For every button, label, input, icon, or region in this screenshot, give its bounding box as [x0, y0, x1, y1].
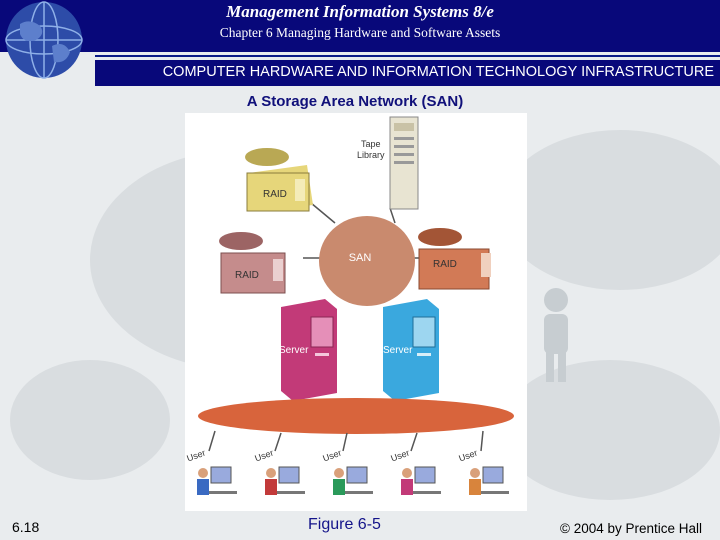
raid-label-orange: RAID	[433, 259, 457, 270]
raid-label-pink: RAID	[235, 270, 259, 281]
user-links	[208, 430, 484, 452]
san-diagram: SAN Tape Library RAID RAID	[185, 113, 527, 511]
slide-number: 6.18	[12, 519, 40, 535]
server-label-pink: Server	[279, 345, 309, 356]
raid-unit-yellow	[245, 148, 313, 212]
figure-title: A Storage Area Network (SAN)	[246, 93, 464, 110]
globe-icon	[5, 1, 83, 79]
user-label-4: User	[389, 448, 410, 464]
user-5: User	[457, 448, 509, 495]
tape-library	[389, 116, 419, 210]
server-blue	[383, 299, 439, 401]
server-label-blue: Server	[383, 345, 413, 356]
figure-reference: Figure 6-5	[308, 516, 381, 533]
san-hub	[319, 216, 415, 306]
server-pink	[281, 299, 337, 401]
user-1: User	[185, 448, 237, 495]
user-label-2: User	[253, 448, 274, 464]
header-rule	[95, 55, 720, 57]
chapter-title: Chapter 6 Managing Hardware and Software…	[219, 25, 501, 40]
tape-label: Tape	[361, 139, 381, 149]
user-3: User	[321, 448, 373, 495]
raid-unit-pink	[219, 232, 286, 294]
section-title: COMPUTER HARDWARE AND INFORMATION TECHNO…	[162, 64, 714, 80]
header-bar: Management Information Systems 8/e Chapt…	[0, 0, 720, 79]
user-label-3: User	[321, 448, 342, 464]
person-silhouette-icon	[544, 288, 568, 382]
san-label: SAN	[349, 252, 372, 264]
user-label-5: User	[457, 448, 478, 464]
user-workstations: User User User User	[185, 448, 509, 495]
copyright: © 2004 by Prentice Hall	[560, 521, 703, 536]
user-4: User	[389, 448, 441, 495]
library-label: Library	[357, 150, 385, 160]
course-title: Management Information Systems 8/e	[226, 2, 494, 21]
user-label-1: User	[185, 448, 206, 464]
raid-unit-orange	[418, 228, 491, 290]
section-bar: COMPUTER HARDWARE AND INFORMATION TECHNO…	[95, 60, 720, 86]
raid-label-yellow: RAID	[263, 189, 287, 200]
user-2: User	[253, 448, 305, 495]
network-ellipse	[198, 398, 514, 434]
